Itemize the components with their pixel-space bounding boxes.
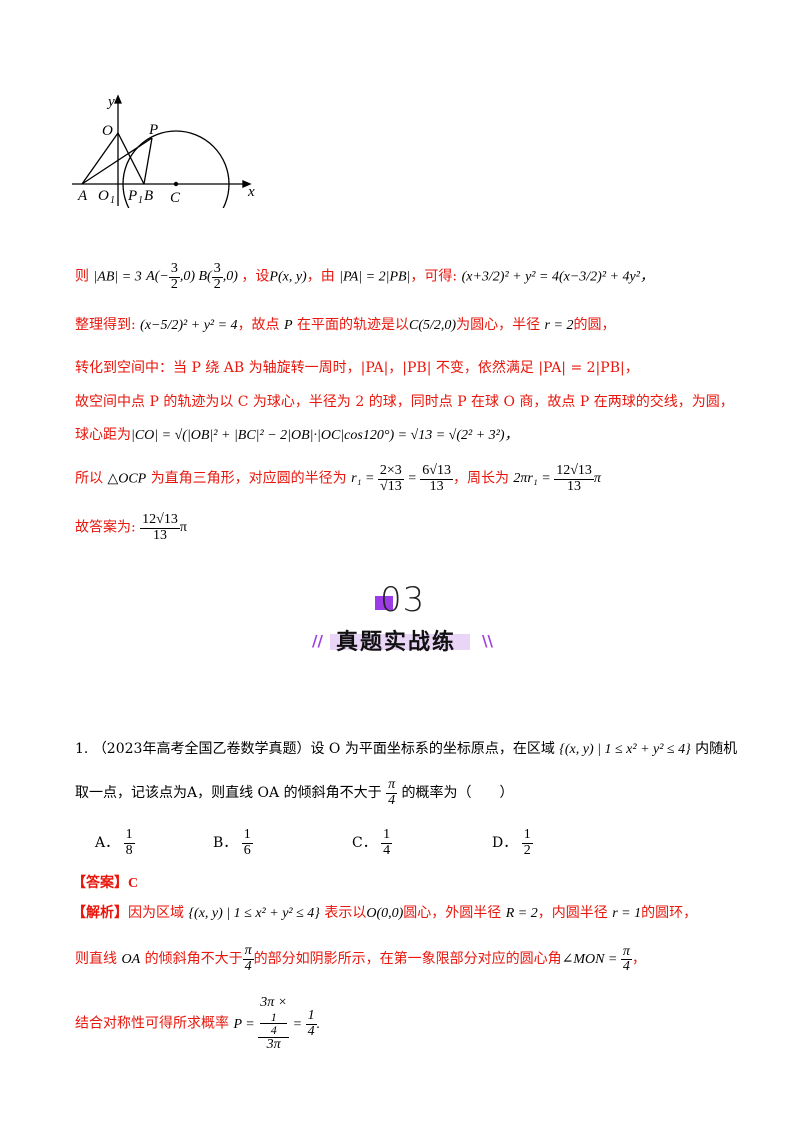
segment-ob xyxy=(117,132,145,185)
section-number: 03 xyxy=(380,580,426,620)
section-stripe-right: \\ xyxy=(482,632,493,650)
label-c: C xyxy=(170,190,181,206)
point-c xyxy=(173,181,179,187)
label-a: A xyxy=(77,188,88,204)
segment-pb xyxy=(143,137,153,185)
geometry-figure: y x O P A O 1 P 1 B C xyxy=(72,94,255,208)
label-x: x xyxy=(247,184,255,200)
question-line-1: 1. （2023年高考全国乙卷数学真题）设 O 为平面坐标系的坐标原点，在区域 … xyxy=(75,741,738,757)
label-p: P xyxy=(148,122,158,138)
analysis-line-1: 【解析】因为区域 {(x, y) | 1 ≤ x² + y² ≤ 4} 表示以O… xyxy=(72,905,698,921)
circle-c xyxy=(122,130,230,208)
solution-line-4: 故空间中点 P 的轨迹为以 C 为球心，半径为 2 的球，同时点 P 在球 O … xyxy=(75,394,734,410)
answer-line: 【答案】C xyxy=(72,875,139,891)
segment-ap xyxy=(81,137,153,185)
x-axis-arrow xyxy=(242,180,252,188)
y-axis-arrow xyxy=(114,94,122,104)
solution-line-6: 所以 △OCP 为直角三角形，对应圆的半径为 r₁ = 2×3√13 = 6√1… xyxy=(75,463,601,494)
section-stripe-left: // xyxy=(312,632,323,650)
label-o: O xyxy=(102,123,113,139)
section-number-accent xyxy=(375,596,393,610)
segment-ao xyxy=(81,132,119,185)
label-b: B xyxy=(144,188,153,204)
label-p1-sub: 1 xyxy=(138,195,143,206)
section-title-highlight xyxy=(330,634,470,650)
label-p1: P xyxy=(127,188,137,204)
solution-line-2: 整理得到: (x−5/2)² + y² = 4，故点 P 在平面的轨迹是以C(5… xyxy=(75,317,616,333)
solution-line-3: 转化到空间中：当 P 绕 AB 为轴旋转一周时，|PA|，|PB| 不变，依然满… xyxy=(75,360,639,376)
label-o1-sub: 1 xyxy=(110,195,115,206)
section-title: 真题实战练 xyxy=(336,630,457,655)
solution-line-5: 球心距为|CO| = √(|OB|² + |BC|² − 2|OB|·|OC|c… xyxy=(75,427,519,443)
label-y: y xyxy=(106,94,115,110)
label-o1: O xyxy=(98,188,109,204)
